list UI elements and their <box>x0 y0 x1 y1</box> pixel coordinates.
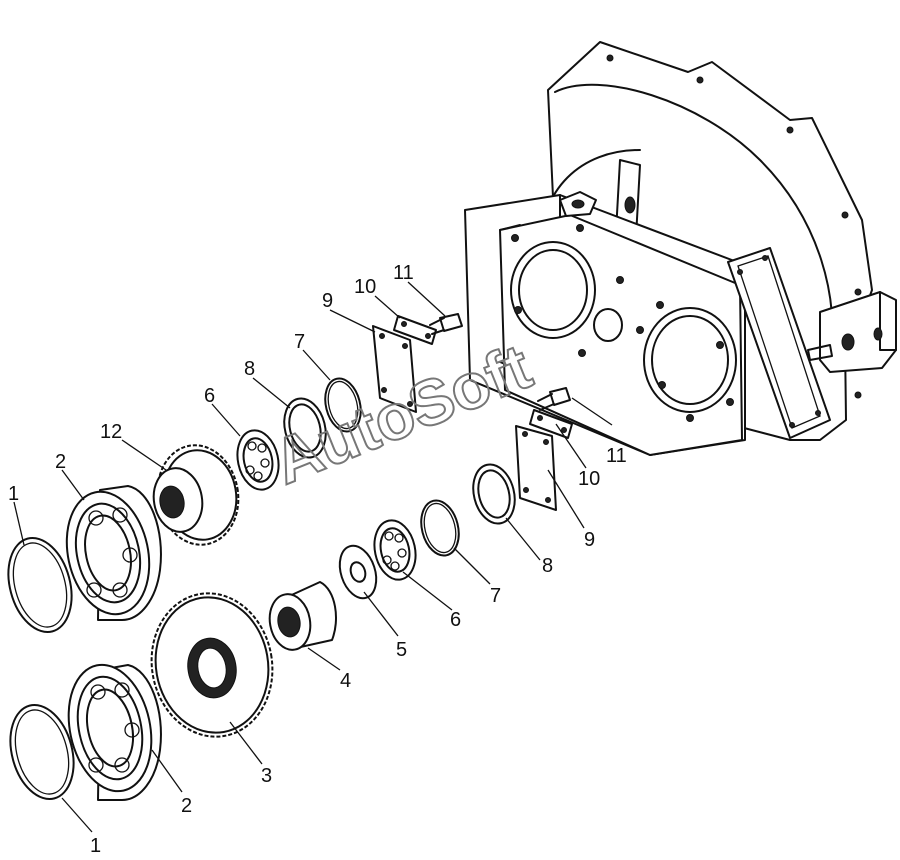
callout-9-lower: 9 <box>584 529 595 551</box>
callout-2-lower: 2 <box>181 795 192 817</box>
callout-7-upper: 7 <box>294 331 305 353</box>
callout-9-upper: 9 <box>322 290 333 312</box>
callout-4: 4 <box>340 670 351 692</box>
snap-ring-lower <box>9 703 75 801</box>
callout-7-lower: 7 <box>490 585 501 607</box>
callout-10-lower: 10 <box>578 468 600 490</box>
callout-8-lower: 8 <box>542 555 553 577</box>
o-ring-upper <box>324 377 362 433</box>
small-bearing-upper <box>236 429 280 491</box>
cup-8-upper <box>283 397 327 459</box>
ball-bearing-upper <box>65 485 162 621</box>
washer-5 <box>338 544 378 600</box>
splined-hub-4 <box>268 581 337 651</box>
callout-1-upper: 1 <box>8 483 19 505</box>
callout-10-upper: 10 <box>354 276 376 298</box>
callout-5: 5 <box>396 639 407 661</box>
callout-3: 3 <box>261 765 272 787</box>
ball-bearing-lower <box>67 663 162 801</box>
cover-plate-lower <box>515 425 557 511</box>
callout-11-upper: 11 <box>393 262 414 284</box>
callout-8-upper: 8 <box>244 358 255 380</box>
gear-12 <box>152 444 240 546</box>
callout-11-lower: 11 <box>606 445 627 467</box>
callout-labels: 1 2 12 6 8 7 9 10 11 11 10 9 8 7 6 5 4 3… <box>8 262 627 857</box>
o-ring-lower <box>420 499 460 557</box>
bolt-lower <box>537 387 571 411</box>
lock-plate-upper <box>393 315 437 345</box>
callout-12: 12 <box>100 421 122 443</box>
callout-6-upper: 6 <box>204 385 215 407</box>
callout-2-upper: 2 <box>55 451 66 473</box>
small-bearing-lower <box>373 519 417 581</box>
callout-1-lower: 1 <box>90 835 101 857</box>
large-gear-3 <box>150 592 274 738</box>
bolt-upper <box>429 313 463 335</box>
callout-6-lower: 6 <box>450 609 461 631</box>
snap-ring-upper <box>7 536 73 634</box>
leader-lines <box>13 281 613 833</box>
cup-8-lower <box>472 463 516 525</box>
cover-plate-upper <box>372 325 417 413</box>
